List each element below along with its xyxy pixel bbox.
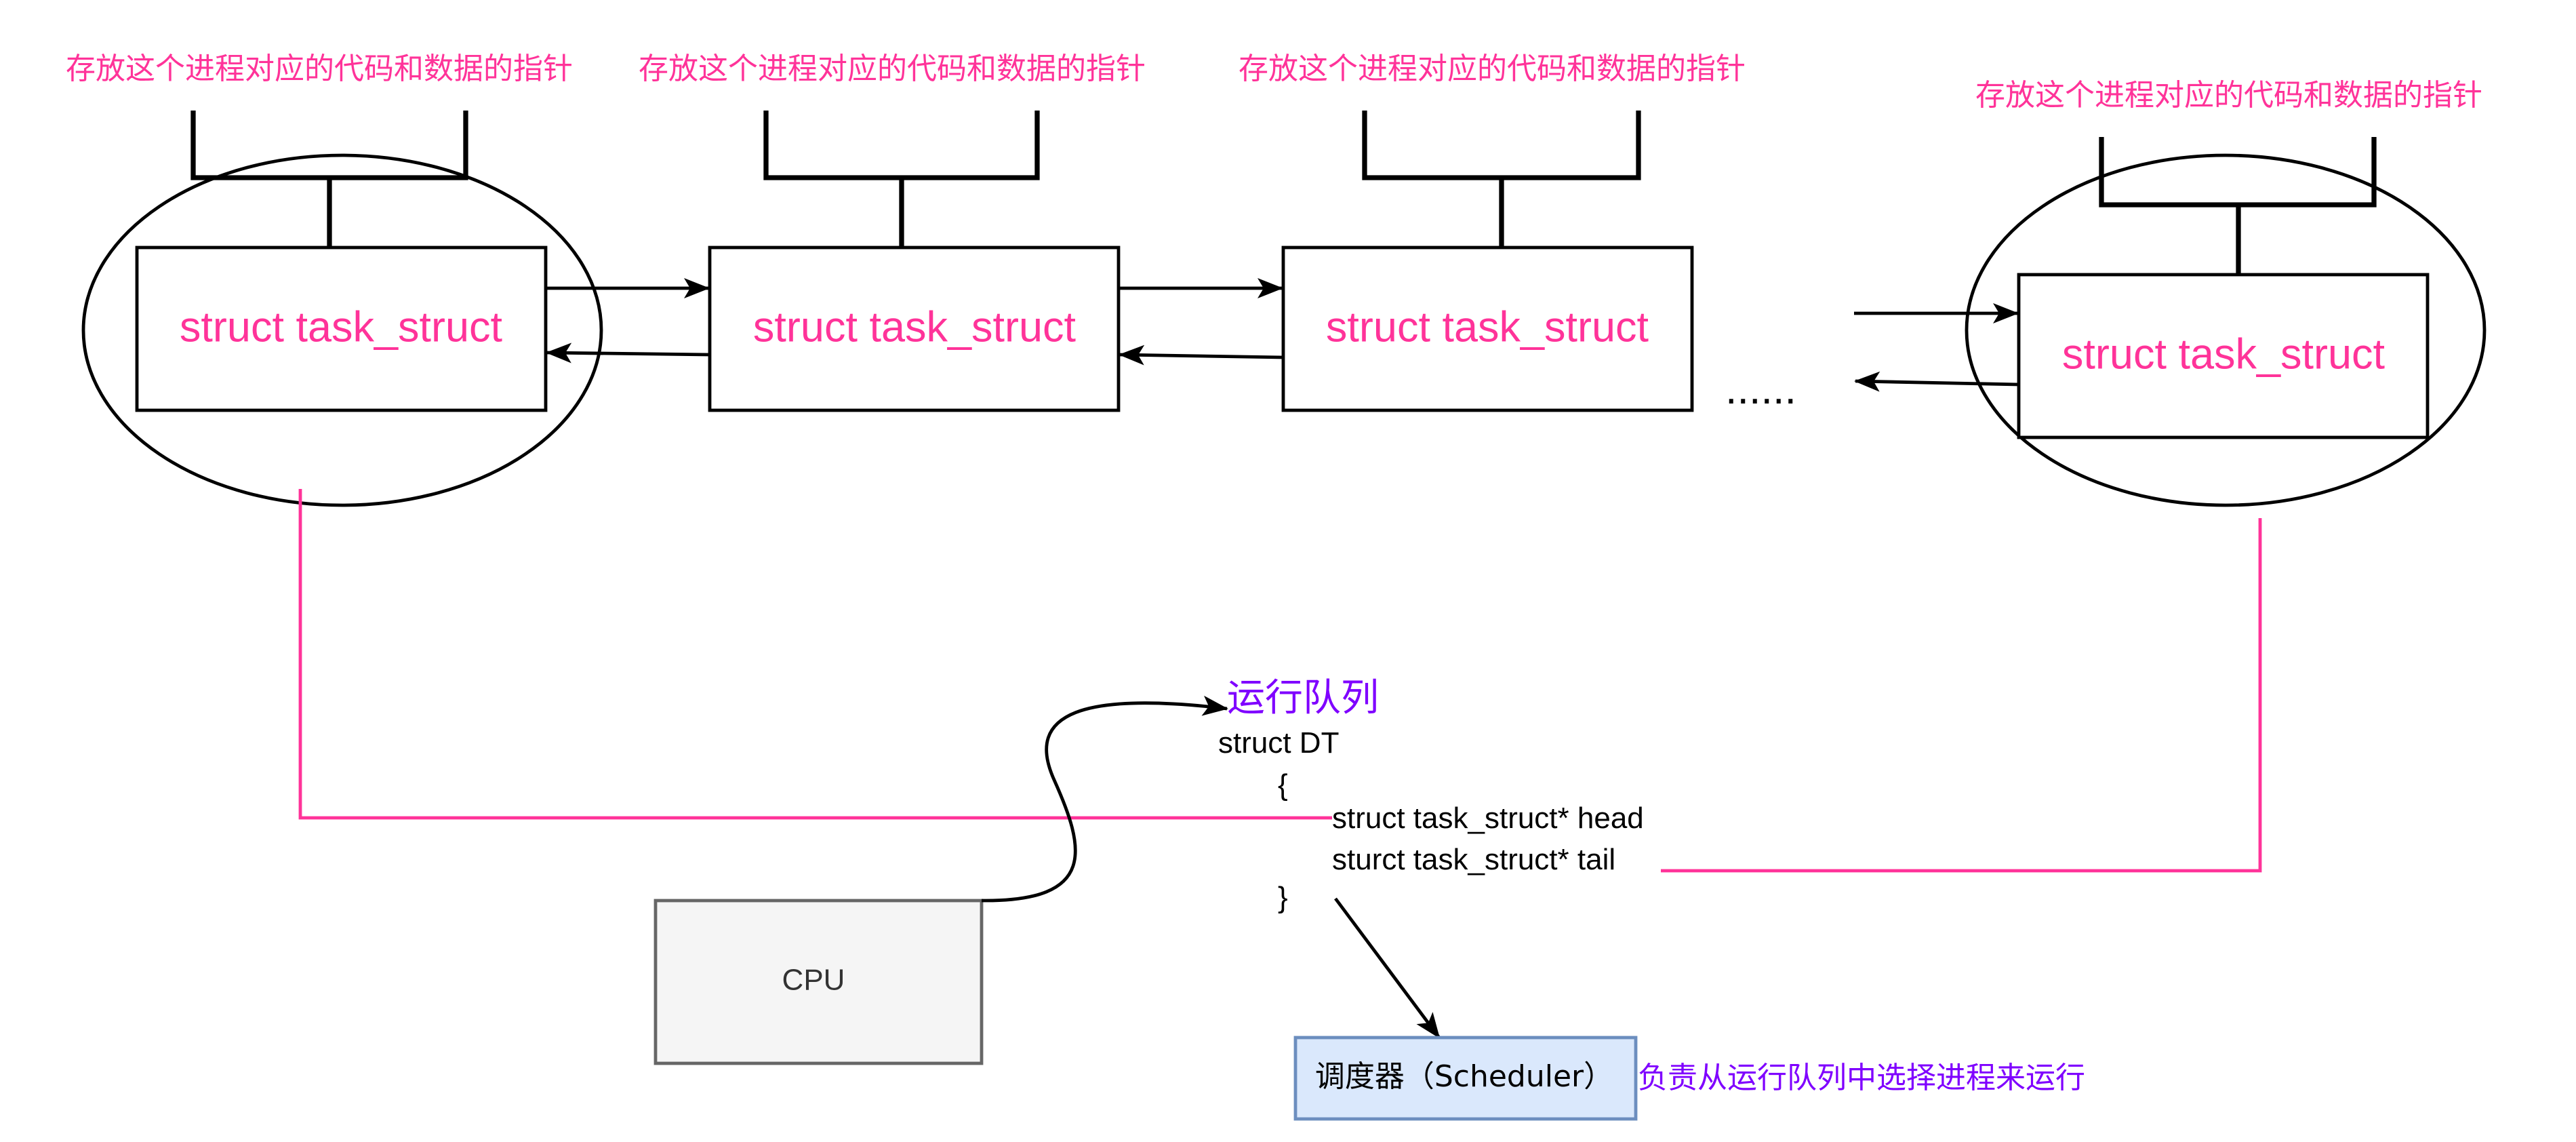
- run-queue-line-1: struct DT: [1218, 726, 1339, 760]
- task-struct-box-4[interactable]: [2017, 273, 2430, 439]
- run-queue-to-scheduler-arrow: [1334, 897, 1441, 1039]
- process-ellipse-4: [1965, 153, 2487, 507]
- prev-arrow-from-4: [1854, 371, 2019, 392]
- prev-arrow-2-1: [546, 342, 710, 363]
- head-pointer-line: [298, 489, 1332, 820]
- scheduler-description: 负责从运行队列中选择进程来运行: [1638, 1061, 2085, 1095]
- pointer-note-4: 存放这个进程对应的代码和数据的指针: [1975, 78, 2482, 113]
- pointer-note-2: 存放这个进程对应的代码和数据的指针: [639, 52, 1146, 86]
- tail-pointer-line: [1661, 518, 2262, 873]
- process-ellipse-1: [81, 153, 603, 507]
- run-queue-line-5: }: [1278, 881, 1288, 914]
- cpu-to-run-queue-arrow: [981, 695, 1228, 903]
- run-queue-title: 运行队列: [1227, 676, 1379, 720]
- pointer-note-3: 存放这个进程对应的代码和数据的指针: [1239, 52, 1746, 86]
- list-ellipsis: ......: [1725, 366, 1796, 413]
- task-struct-label-3: struct task_struct: [1326, 304, 1649, 351]
- pointer-bracket-2: [763, 111, 1040, 248]
- pointer-bracket-1: [190, 111, 468, 248]
- task-struct-box-1[interactable]: [135, 245, 548, 412]
- task-struct-label-2: struct task_struct: [753, 304, 1076, 351]
- scheduler-label: 调度器（Scheduler）: [1315, 1059, 1613, 1094]
- run-queue-line-2: {: [1278, 768, 1288, 802]
- run-queue-line-3: struct task_struct* head: [1332, 802, 1644, 835]
- task-struct-label-1: struct task_struct: [180, 304, 503, 351]
- task-struct-box-3[interactable]: [1281, 245, 1694, 412]
- task-struct-label-4: struct task_struct: [2062, 331, 2386, 378]
- cpu-box[interactable]: [653, 899, 984, 1065]
- pointer-bracket-4: [2099, 137, 2377, 275]
- pointer-bracket-3: [1362, 111, 1641, 248]
- prev-arrow-3-2: [1119, 344, 1284, 366]
- run-queue-line-4: sturct task_struct* tail: [1332, 843, 1615, 876]
- scheduler-box[interactable]: [1293, 1036, 1638, 1121]
- task-struct-box-2[interactable]: [708, 245, 1121, 412]
- pointer-note-1: 存放这个进程对应的代码和数据的指针: [66, 52, 573, 86]
- cpu-label: CPU: [782, 964, 845, 997]
